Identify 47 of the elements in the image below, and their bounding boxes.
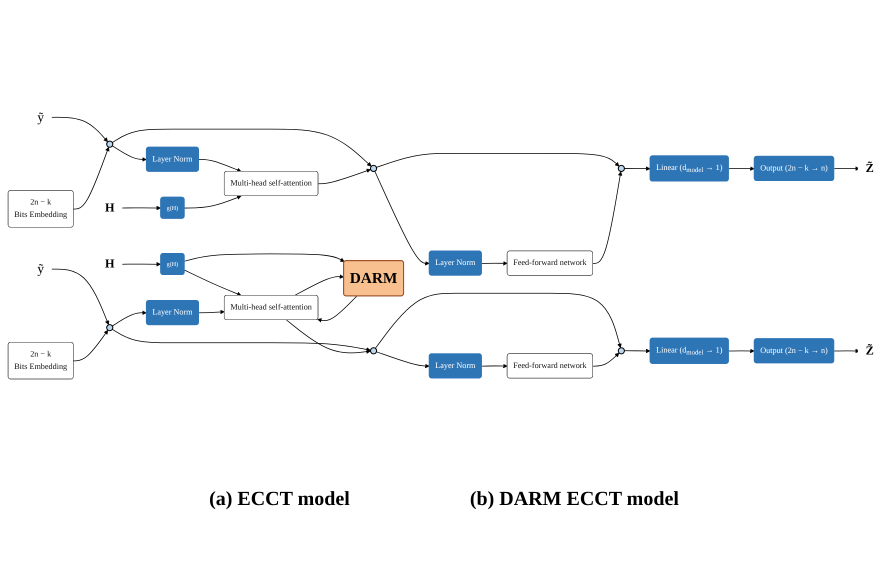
node-text: ỹ	[37, 261, 44, 276]
arrow	[294, 274, 344, 296]
arrow	[73, 330, 108, 362]
node-circle	[106, 140, 114, 148]
figure-caption: (b) DARM ECCT model	[470, 488, 679, 511]
arrow	[120, 206, 161, 210]
node-text: H	[104, 201, 115, 214]
node-circle	[618, 164, 625, 172]
arrow	[112, 328, 371, 352]
arrow	[318, 168, 371, 184]
arrow	[481, 364, 508, 368]
arrow	[317, 296, 358, 322]
arrow	[728, 348, 755, 354]
arrow	[376, 152, 620, 168]
arrow	[112, 128, 372, 167]
arrow	[198, 159, 242, 172]
node-circle	[618, 347, 625, 354]
arrow	[73, 146, 110, 210]
node-text: ỹ	[37, 110, 44, 124]
arrow	[198, 310, 225, 314]
arrow	[374, 170, 430, 266]
arrow	[112, 145, 147, 162]
node-text: Z̃	[866, 344, 874, 358]
arrow	[624, 166, 650, 171]
figure-caption: (a) ECCT model	[209, 488, 350, 511]
node-circle	[370, 164, 378, 172]
arrow	[120, 262, 161, 266]
arrow	[834, 348, 860, 354]
arrow	[592, 352, 620, 366]
arrow	[184, 254, 345, 262]
node-circle	[106, 324, 114, 332]
node-text: Z̃	[866, 162, 874, 176]
arrow	[112, 310, 147, 326]
arrow	[624, 348, 650, 354]
arrow	[728, 166, 755, 171]
node-text: H	[104, 257, 115, 271]
arrow	[50, 268, 110, 326]
node-circle	[370, 347, 378, 354]
arrow	[286, 320, 371, 354]
arrow	[184, 270, 242, 296]
arrow	[481, 261, 508, 266]
arrow	[375, 292, 622, 349]
arrow	[184, 195, 242, 208]
arrow	[834, 166, 860, 171]
arrow	[376, 351, 430, 368]
arrow	[50, 116, 108, 142]
arrow	[592, 171, 622, 264]
